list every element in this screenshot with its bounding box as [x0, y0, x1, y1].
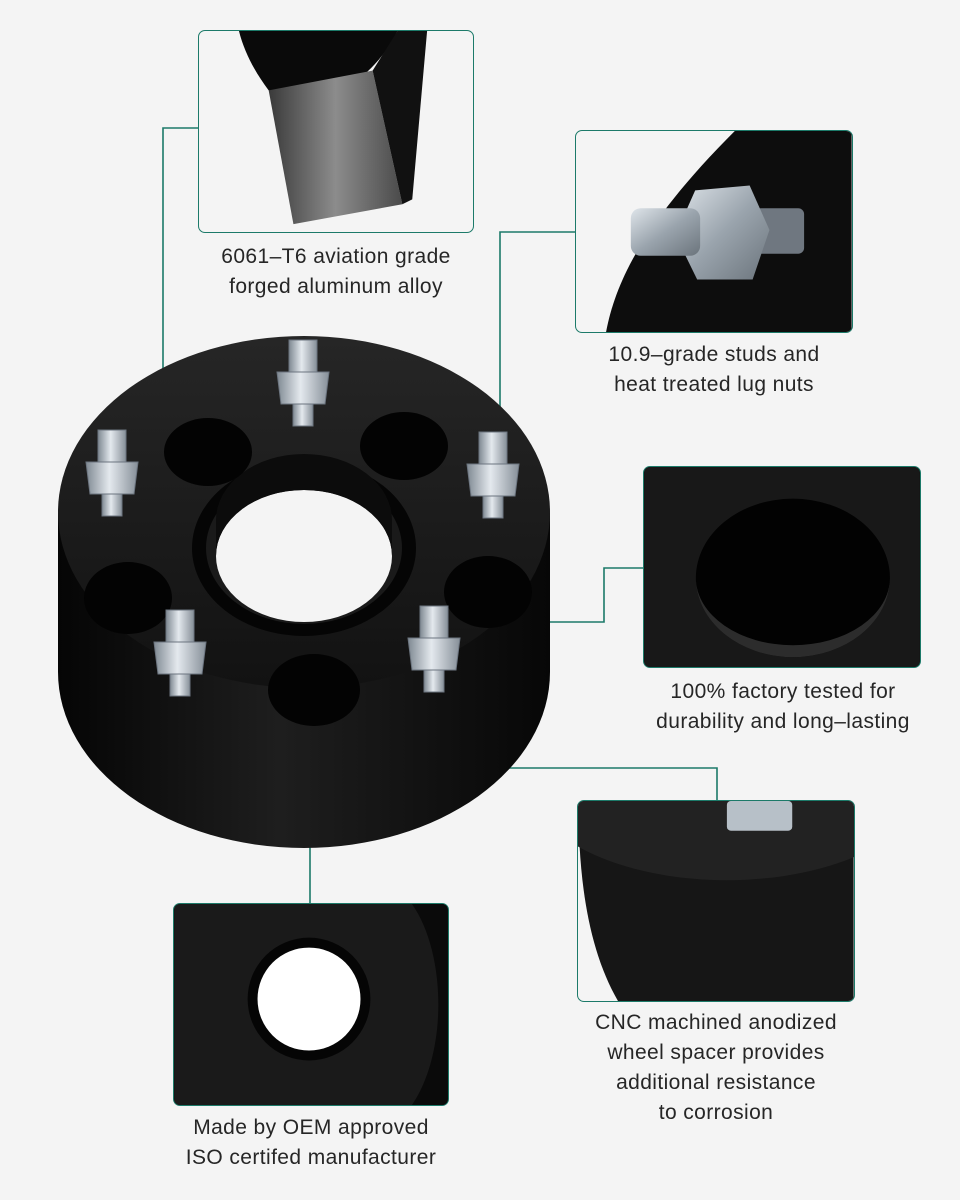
- caption-alloy: 6061–T6 aviation grade forged aluminum a…: [221, 245, 451, 298]
- leader-tested: [510, 567, 643, 623]
- leader-dot-alloy: [159, 523, 167, 531]
- detail-photo-tested: [643, 466, 921, 668]
- caption-oem: Made by OEM approved ISO certifed manufa…: [185, 1116, 437, 1169]
- leader-dot-tested: [506, 618, 514, 626]
- caption-cnc: CNC machined anodized wheel spacer provi…: [595, 1011, 837, 1124]
- detail-photo-alloy: [198, 30, 474, 233]
- leader-oem: [214, 702, 311, 903]
- detail-photo-studs: [575, 130, 853, 333]
- caption-tested: 100% factory tested for durability and l…: [656, 680, 910, 733]
- caption-studs: 10.9–grade studs and heat treated lug nu…: [608, 343, 820, 396]
- leader-dot-oem: [211, 698, 219, 706]
- detail-photo-oem: [173, 903, 449, 1106]
- leader-dot-studs: [496, 433, 504, 441]
- detail-photo-cnc: [577, 800, 855, 1002]
- lug-nuts: [85, 339, 520, 697]
- leader-alloy: [162, 127, 198, 527]
- leader-dot-cnc: [455, 716, 463, 724]
- leader-studs: [499, 231, 575, 437]
